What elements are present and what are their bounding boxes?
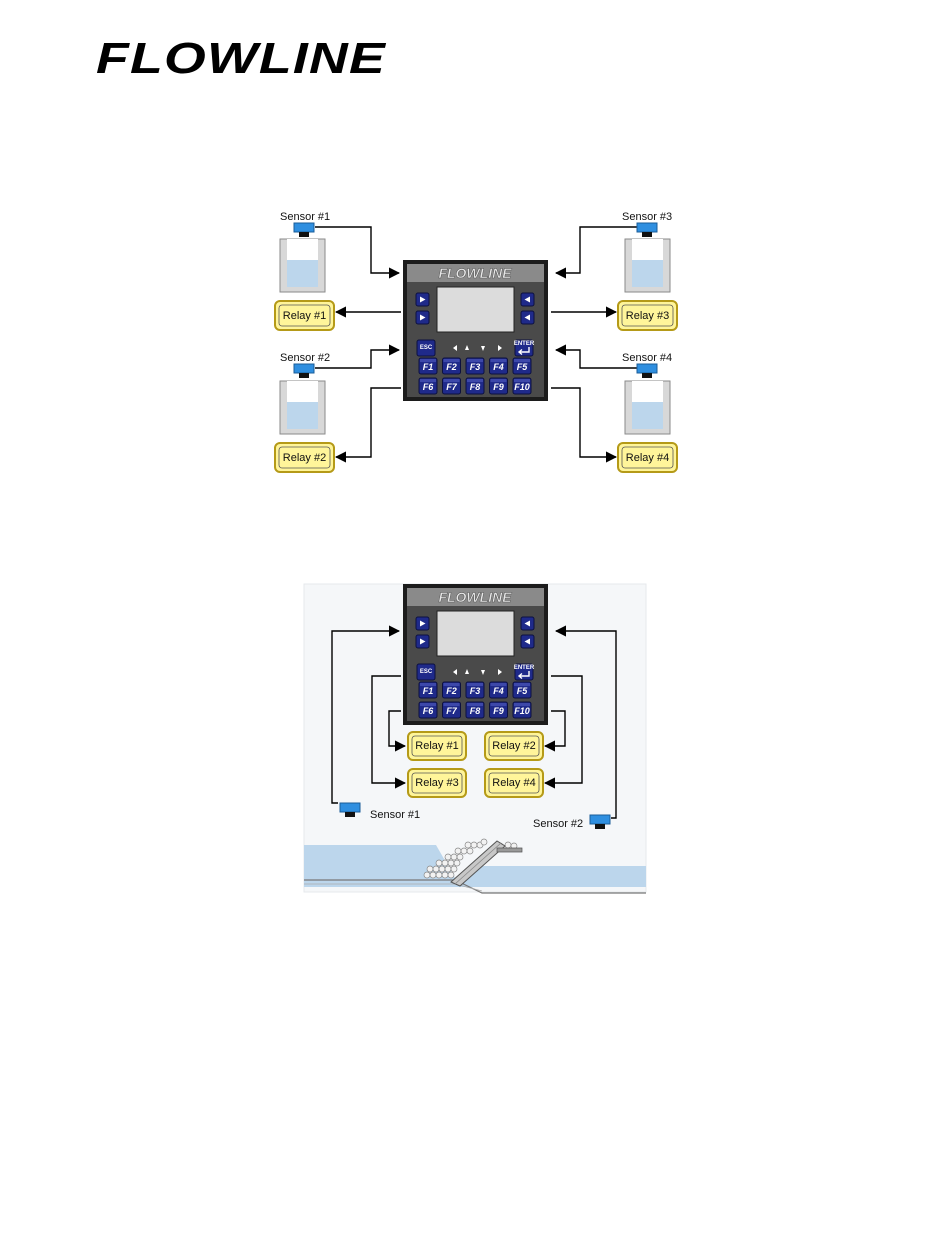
esc-label: ESC (420, 345, 433, 351)
relay-4-box: Relay #4 (485, 769, 543, 797)
function-key-1[interactable]: F1 (419, 682, 437, 698)
function-key-label: F7 (446, 706, 457, 716)
function-key-9[interactable]: F9 (490, 378, 508, 394)
esc-key[interactable]: ESC (417, 340, 435, 356)
flowline-logo: FLOWLINE (96, 34, 387, 83)
function-key-6[interactable]: F6 (419, 378, 437, 394)
sensor-2-label: Sensor #2 (280, 352, 330, 364)
function-key-6[interactable]: F6 (419, 702, 437, 718)
relay-3-box: Relay #3 (408, 769, 466, 797)
function-key-label: F3 (470, 362, 481, 372)
function-key-label: F2 (446, 362, 457, 372)
function-key-label: F7 (446, 382, 457, 392)
enter-key[interactable]: ENTER (514, 664, 535, 680)
side-arrow-key[interactable] (416, 617, 429, 630)
sensor-1-label: Sensor #1 (370, 809, 420, 821)
sensor-1-icon (294, 223, 314, 237)
function-key-label: F5 (517, 686, 528, 696)
function-key-7[interactable]: F7 (443, 702, 461, 718)
side-arrow-key[interactable] (416, 635, 429, 648)
function-key-4[interactable]: F4 (490, 358, 508, 374)
function-key-2[interactable]: F2 (443, 682, 461, 698)
enter-label: ENTER (514, 341, 535, 347)
function-key-label: F4 (493, 362, 504, 372)
side-arrow-key[interactable] (416, 311, 429, 324)
relay-1-label: Relay #1 (283, 310, 326, 322)
relay-3-label: Relay #3 (626, 310, 669, 322)
function-key-label: F2 (446, 686, 457, 696)
function-key-label: F9 (493, 382, 504, 392)
side-arrow-key[interactable] (521, 617, 534, 630)
lcd-screen (437, 611, 514, 656)
function-key-label: F1 (423, 686, 434, 696)
enter-key[interactable]: ENTER (514, 340, 535, 356)
relay-4-box: Relay #4 (618, 443, 677, 472)
sensor-4-icon (637, 364, 657, 378)
diagram-screen-differential: Sensor #1 Sensor #2 Relay #1 Relay #2 Re… (304, 584, 646, 893)
brand-label: FLOWLINE (438, 265, 512, 281)
function-key-label: F6 (423, 706, 434, 716)
relay-2-label: Relay #2 (283, 452, 326, 464)
brand-label: FLOWLINE (438, 589, 512, 605)
relay-1-box: Relay #1 (408, 732, 466, 760)
function-key-8[interactable]: F8 (466, 702, 484, 718)
function-key-4[interactable]: F4 (490, 682, 508, 698)
function-key-label: F6 (423, 382, 434, 392)
sensor-4-label: Sensor #4 (622, 352, 672, 364)
function-key-label: F4 (493, 686, 504, 696)
side-arrow-key[interactable] (521, 311, 534, 324)
function-key-label: F10 (514, 382, 530, 392)
sensor-2-label: Sensor #2 (533, 818, 583, 830)
function-key-label: F8 (470, 382, 481, 392)
function-key-label: F10 (514, 706, 530, 716)
relay-4-label: Relay #4 (626, 452, 669, 464)
lcd-screen (437, 287, 514, 332)
relay-4-label: Relay #4 (492, 777, 535, 789)
esc-key[interactable]: ESC (417, 664, 435, 680)
relay-3-box: Relay #3 (618, 301, 677, 330)
sensor-2-icon (294, 364, 314, 378)
sensor-3-label: Sensor #3 (622, 211, 672, 223)
relay-2-box: Relay #2 (485, 732, 543, 760)
sensor-3-icon (637, 223, 657, 237)
function-key-label: F5 (517, 362, 528, 372)
enter-label: ENTER (514, 665, 535, 671)
function-key-label: F9 (493, 706, 504, 716)
relay-3-label: Relay #3 (415, 777, 458, 789)
function-key-5[interactable]: F5 (513, 682, 531, 698)
function-key-5[interactable]: F5 (513, 358, 531, 374)
side-arrow-key[interactable] (521, 635, 534, 648)
side-arrow-key[interactable] (416, 293, 429, 306)
tank-4 (625, 381, 670, 434)
relay-1-box: Relay #1 (275, 301, 334, 330)
diagram-four-tank-level: Sensor #1 Sensor #2 Sensor #3 Sensor #4 … (275, 211, 677, 472)
side-arrow-key[interactable] (521, 293, 534, 306)
function-key-10[interactable]: F10 (513, 378, 531, 394)
tank-2 (280, 381, 325, 434)
function-key-2[interactable]: F2 (443, 358, 461, 374)
tank-3 (625, 239, 670, 292)
function-key-3[interactable]: F3 (466, 682, 484, 698)
function-key-7[interactable]: F7 (443, 378, 461, 394)
function-key-3[interactable]: F3 (466, 358, 484, 374)
function-key-1[interactable]: F1 (419, 358, 437, 374)
function-key-10[interactable]: F10 (513, 702, 531, 718)
function-key-9[interactable]: F9 (490, 702, 508, 718)
esc-label: ESC (420, 669, 433, 675)
svg-text:FLOWLINE: FLOWLINE (96, 34, 387, 83)
function-key-label: F1 (423, 362, 434, 372)
function-key-label: F8 (470, 706, 481, 716)
function-key-label: F3 (470, 686, 481, 696)
sensor-1-label: Sensor #1 (280, 211, 330, 223)
function-key-8[interactable]: F8 (466, 378, 484, 394)
relay-2-box: Relay #2 (275, 443, 334, 472)
tank-1 (280, 239, 325, 292)
relay-2-label: Relay #2 (492, 740, 535, 752)
relay-1-label: Relay #1 (415, 740, 458, 752)
